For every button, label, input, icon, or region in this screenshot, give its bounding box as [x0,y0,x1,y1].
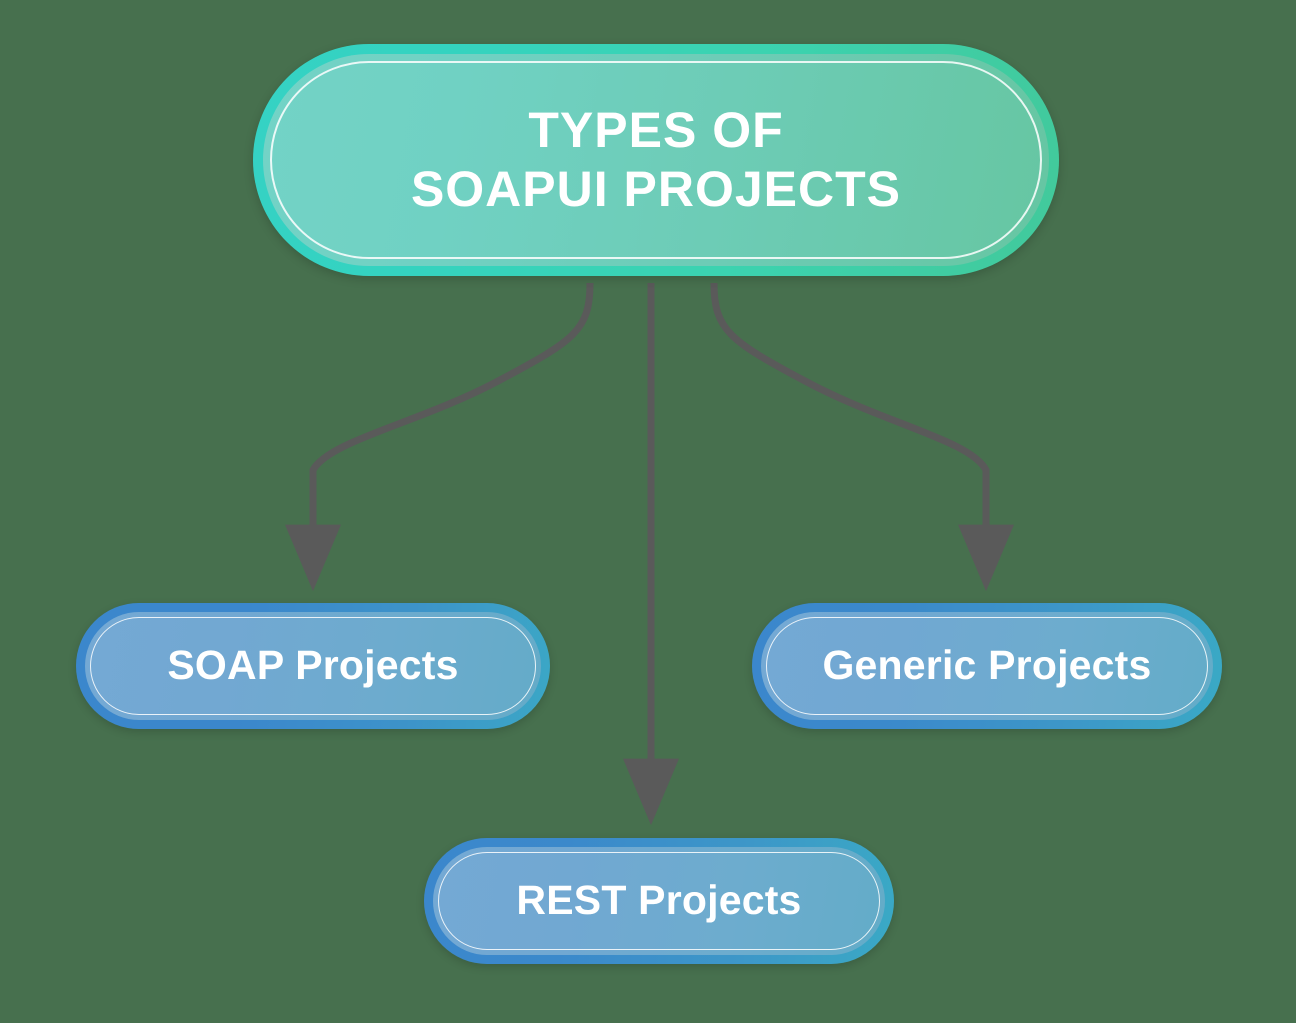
node-root-fill [263,54,1049,266]
connector-root-to-generic [710,282,1014,592]
node-soap-fill [85,612,541,720]
node-generic-projects[interactable]: Generic Projects [752,603,1222,729]
node-soap-projects[interactable]: SOAP Projects [76,603,550,729]
node-root-label: TYPES OF SOAPUI PROJECTS [410,102,902,217]
node-rest-label: REST Projects [516,877,802,924]
node-rest-fill [433,847,885,955]
node-rest-projects[interactable]: REST Projects [424,838,894,964]
node-generic-label: Generic Projects [822,642,1152,689]
node-generic-fill [761,612,1213,720]
node-soap-label: SOAP Projects [167,642,459,689]
connector-root-to-soap [285,282,594,592]
node-types-of-soapui-projects[interactable]: TYPES OF SOAPUI PROJECTS [253,44,1059,276]
